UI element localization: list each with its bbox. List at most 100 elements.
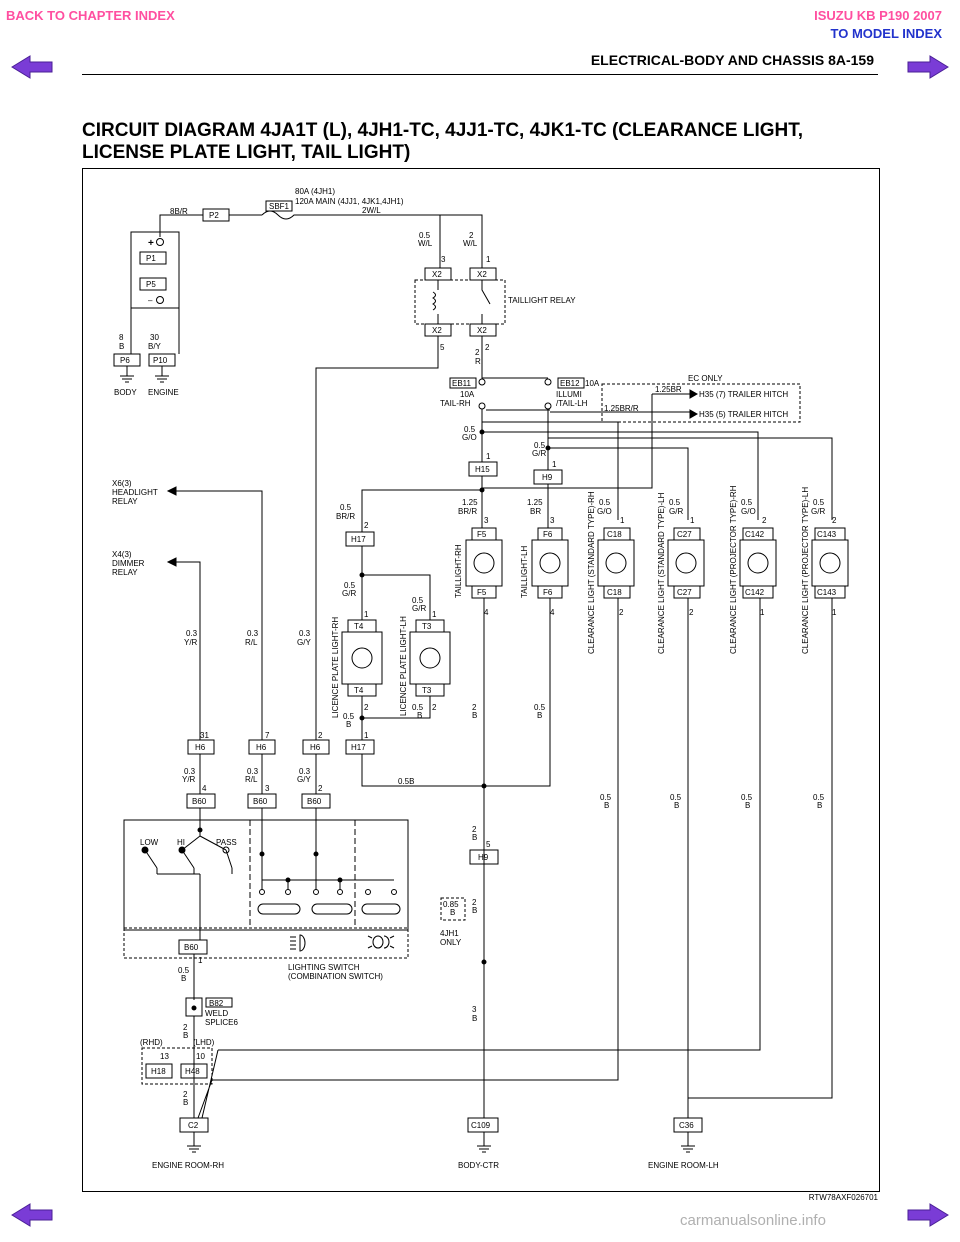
b60-ret-color: B	[181, 974, 186, 983]
section-header: ELECTRICAL-BODY AND CHASSIS 8A-159	[590, 52, 874, 68]
c142-wire-size: 0.5	[741, 498, 753, 507]
lamp-t4-top: T4	[354, 622, 364, 631]
h9b-wire-color: B	[472, 833, 477, 842]
fuse-main-line2: 120A MAIN (4JJ1, 4JK1,4JH1)	[295, 197, 404, 206]
b60-pin3: 3	[265, 784, 270, 793]
prev-page-bottom-arrow-icon[interactable]	[10, 1202, 54, 1228]
dimmer-relay-line3: RELAY	[112, 568, 138, 577]
c109-wire-color: B	[472, 1014, 477, 1023]
c142-ret-size: 0.5	[741, 793, 753, 802]
c143-pin1: 1	[832, 608, 837, 617]
c18-ret-size: 0.5	[600, 793, 612, 802]
conn-h18-label: H18	[151, 1067, 166, 1076]
switch-rail	[262, 879, 394, 890]
lamp-c142-bottom: C142	[745, 588, 765, 597]
junction-licence	[359, 572, 365, 578]
battery-ground-wires	[130, 308, 180, 354]
h17-pin2: 2	[364, 521, 369, 530]
relay-output-wires	[315, 336, 548, 740]
f5-pin3: 3	[484, 516, 489, 525]
junction-switch-top	[197, 827, 203, 833]
relay-wire2-color: W/L	[463, 239, 478, 248]
lamp-c143-bottom: C143	[817, 588, 837, 597]
conn-p1-label: P1	[146, 254, 156, 263]
ec-dest1: H35 (7) TRAILER HITCH	[699, 390, 788, 399]
relay-pin2: 2	[485, 343, 490, 352]
rhd-lhd-box	[141, 1047, 213, 1085]
conn-b82-label: B82	[209, 999, 224, 1008]
wire-gr-color: G/R	[532, 449, 546, 458]
model-title-link[interactable]: ISUZU KB P190 2007	[814, 8, 942, 23]
relay-conn-d-label: X2	[477, 326, 487, 335]
lamp-name-t4: LICENCE PLATE LIGHT-RH	[331, 617, 340, 718]
switch-pass-contact	[222, 846, 230, 854]
yr-wire-size: 0.3	[186, 629, 198, 638]
conn-h6-a-label: H6	[195, 743, 206, 752]
conn-h48-label: H48	[185, 1067, 200, 1076]
dimmer-relay-arrow-icon	[166, 557, 177, 567]
conn-h17-bottom-label: H17	[351, 743, 366, 752]
conn-p10-label: P10	[153, 356, 168, 365]
conn-h17-bottom-box	[345, 739, 375, 755]
lamp-name-c18: CLEARANCE LIGHT (STANDARD TYPE)-RH	[587, 491, 596, 654]
f6-ret-size: 0.5	[534, 703, 546, 712]
t4-ret-color: B	[346, 720, 351, 729]
h17-wire-size: 0.5	[340, 503, 352, 512]
wire-125br-size: 1.25	[527, 498, 543, 507]
relay-wire2-size: 2	[469, 231, 474, 240]
switch-contacts	[144, 835, 233, 875]
4jh1-wire-size: 0.85	[443, 900, 459, 909]
rl-wire-color: R/L	[245, 638, 258, 647]
t4-wire-color: G/R	[342, 589, 356, 598]
next-page-arrow-icon[interactable]	[906, 54, 950, 80]
h6-pin31: 31	[200, 731, 209, 740]
to-model-index-link[interactable]: TO MODEL INDEX	[830, 26, 942, 41]
ec-only-box	[601, 383, 801, 423]
conn-p5-box	[139, 277, 167, 291]
next-page-bottom-arrow-icon[interactable]	[906, 1202, 950, 1228]
wire-go-size: 0.5	[464, 425, 476, 434]
main-feed-wire	[159, 210, 483, 268]
lamp-f6-bottom: F6	[543, 588, 553, 597]
conn-h15-box	[468, 461, 498, 477]
headlight-relay-line3: RELAY	[112, 497, 138, 506]
gy-wire-size: 0.3	[299, 629, 311, 638]
switch-terminals	[257, 889, 401, 915]
ec-arrow2-icon	[689, 409, 699, 419]
f5-ret-color: B	[472, 711, 477, 720]
dimmer-relay-line2: DIMMER	[112, 559, 145, 568]
c109-wire-size: 3	[472, 1005, 477, 1014]
page-title: CIRCUIT DIAGRAM 4JA1T (L), 4JH1-TC, 4JJ1…	[82, 120, 902, 164]
relay-pin5: 5	[440, 343, 445, 352]
fuse-sbf1-box	[265, 200, 293, 212]
fuse-eb11-box	[449, 377, 477, 389]
splice-wire-color: B	[183, 1031, 188, 1040]
h17-wire-color: BR/R	[336, 512, 355, 521]
wire-8-color: B	[119, 342, 124, 351]
conn-p5-label: P5	[146, 280, 156, 289]
yr-wire-color: Y/R	[184, 638, 198, 647]
lamp-c142-top: C142	[745, 530, 765, 539]
switch-dividers	[249, 820, 356, 928]
headlight-relay-wire	[176, 490, 263, 740]
back-to-chapter-index-link[interactable]: BACK TO CHAPTER INDEX	[6, 8, 175, 23]
fuse-eb11-name: TAIL-RH	[440, 399, 471, 408]
switch-low-label: LOW	[140, 838, 159, 847]
headlight-indicator-icon	[290, 934, 306, 952]
lamp-name-c142: CLEARANCE LIGHT (PROJECTOR TYPE)-RH	[729, 485, 738, 654]
h9-out-color: B	[472, 906, 477, 915]
c143-wire-color: G/R	[811, 507, 825, 516]
rail-junction-1	[285, 877, 291, 883]
lamp-name-taillight-lh: TAILLIGHT-LH	[520, 545, 529, 598]
battery-plus-sign: +	[148, 238, 154, 249]
4jh1-wire-color: B	[450, 908, 455, 917]
prev-page-arrow-icon[interactable]	[10, 54, 54, 80]
diagram-frame	[82, 168, 880, 1192]
watermark: carmanualsonline.info	[680, 1212, 826, 1229]
conn-h18-box	[145, 1063, 173, 1079]
relay-conn-c-label: X2	[432, 326, 442, 335]
conn-p1-box	[139, 251, 167, 265]
ec-only-label: EC ONLY	[688, 374, 723, 383]
lighting-switch-indicator-area	[123, 927, 409, 959]
conn-h17-top-label: H17	[351, 535, 366, 544]
